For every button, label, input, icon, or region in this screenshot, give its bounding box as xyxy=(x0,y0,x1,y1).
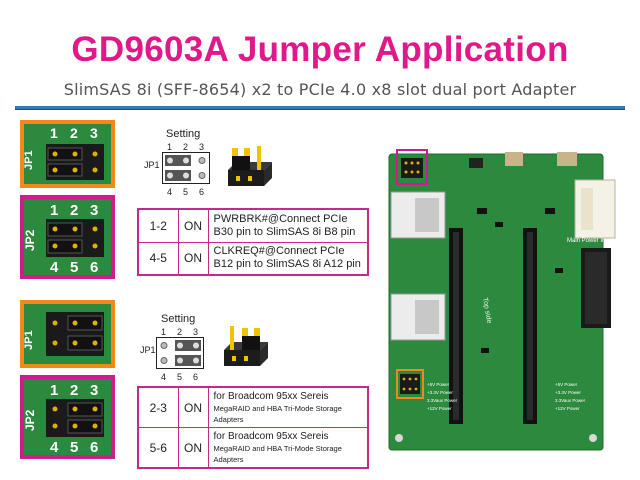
settings-table-top: 1-2 ON PWRBRK#@Connect PCIe B30 pin to S… xyxy=(137,208,369,276)
jp1-highlight-box xyxy=(396,149,428,185)
setting-heading: Setting xyxy=(166,128,201,140)
page-subtitle: SlimSAS 8i (SFF-8654) x2 to PCIe 4.0 x8 … xyxy=(63,80,577,99)
main-power-label: Main Power Input xyxy=(567,238,614,244)
table-row: 4-5 ON CLKREQ#@Connect PCIe B12 pin to S… xyxy=(137,241,369,276)
jp1-photo-label: JP1 xyxy=(24,330,35,350)
table-row: 1-2 ON PWRBRK#@Connect PCIe B30 pin to S… xyxy=(137,208,369,243)
jp2-photo-label: JP2 xyxy=(24,229,37,251)
settings-table-bottom: 2-3 ON for Broadcom 95xx Sereis MegaRAID… xyxy=(137,386,369,469)
photo-jp2-bottom: JP2 1 2 3 4 5 6 xyxy=(20,375,115,459)
adapter-board-image: Main Power Input Top side +5V Power +3.3… xyxy=(385,148,625,453)
pin-label: 1 xyxy=(167,142,173,152)
pin-label: 2 xyxy=(70,382,78,399)
led-label: +5V Power xyxy=(555,382,578,387)
page-title: GD9603A Jumper Application xyxy=(71,30,569,69)
pin-label: 2 xyxy=(183,142,189,152)
pin-label: 3 xyxy=(199,142,205,152)
description-line: B30 pin to SlimSAS 8i B8 pin xyxy=(213,225,356,238)
header-divider xyxy=(15,106,625,109)
state-cell: ON xyxy=(177,241,209,276)
jumper-3d-icon xyxy=(224,326,268,366)
table-row: 2-3 ON for Broadcom 95xx Sereis MegaRAID… xyxy=(137,386,369,428)
state-cell: ON xyxy=(177,386,209,428)
led-label: 3.3Vaux Power xyxy=(555,398,586,403)
description-cell: CLKREQ#@Connect PCIe B12 pin to SlimSAS … xyxy=(207,241,369,276)
pin-label: 5 xyxy=(70,259,78,275)
jumper-label: JP1 xyxy=(144,160,160,170)
photo-jp1-top: JP1 1 2 3 xyxy=(20,120,115,188)
description-line: for Broadcom 95xx Sereis xyxy=(213,431,329,442)
pin-label: 5 xyxy=(177,372,183,382)
jp1-photo-label: JP1 xyxy=(24,150,35,170)
jp2-highlight-box xyxy=(396,369,424,399)
pin-label: 6 xyxy=(90,439,98,455)
led-label: +12V Power xyxy=(555,406,580,411)
pin-label: 2 xyxy=(177,327,183,337)
pin-label: 1 xyxy=(50,382,58,399)
pins-cell: 2-3 xyxy=(137,386,179,428)
pins-cell: 1-2 xyxy=(137,208,179,243)
jumper-pin-diagram xyxy=(156,337,204,369)
board-silk-text: Top side xyxy=(481,297,492,324)
pin-label: 5 xyxy=(70,439,78,455)
description-cell: for Broadcom 95xx Sereis MegaRAID and HB… xyxy=(207,386,369,428)
photo-jp1-bottom: JP1 xyxy=(20,300,115,368)
led-label: +3.3V Power xyxy=(427,390,453,395)
led-label: +5V Power xyxy=(427,382,450,387)
led-label: 3.3Vaux Power xyxy=(427,398,458,403)
pin-label: 4 xyxy=(161,372,167,382)
jumper-pin-diagram xyxy=(162,152,210,184)
pin-label: 2 xyxy=(70,202,78,219)
description-line: MegaRAID and HBA Tri-Mode Storage Adapte… xyxy=(213,444,342,464)
pin-label: 6 xyxy=(90,259,98,275)
description-cell: for Broadcom 95xx Sereis MegaRAID and HB… xyxy=(207,427,369,469)
description-cell: PWRBRK#@Connect PCIe B30 pin to SlimSAS … xyxy=(207,208,369,243)
pin-label: 1 xyxy=(161,327,167,337)
jumper-label: JP1 xyxy=(140,345,156,355)
header-divider-shadow xyxy=(15,109,625,110)
led-label: +3.3V Power xyxy=(555,390,581,395)
state-cell: ON xyxy=(177,427,209,469)
description-line: CLKREQ#@Connect PCIe xyxy=(213,245,345,258)
pin-label: 1 xyxy=(50,125,58,141)
pin-label: 6 xyxy=(199,187,205,197)
pin-label: 3 xyxy=(193,327,199,337)
pin-label: 5 xyxy=(183,187,189,197)
description-line: PWRBRK#@Connect PCIe xyxy=(213,212,348,225)
description-line: MegaRAID and HBA Tri-Mode Storage Adapte… xyxy=(213,404,342,424)
pin-label: 4 xyxy=(50,439,59,455)
pin-label: 6 xyxy=(193,372,199,382)
pin-label: 2 xyxy=(70,125,78,141)
pins-cell: 5-6 xyxy=(137,427,179,469)
pin-label: 1 xyxy=(50,202,58,219)
pin-label: 4 xyxy=(167,187,173,197)
state-cell: ON xyxy=(177,208,209,243)
pin-label: 3 xyxy=(90,382,98,399)
jumper-3d-icon xyxy=(228,146,272,186)
setting-heading: Setting xyxy=(161,313,196,325)
photo-jp2-top: JP2 1 2 3 4 5 6 xyxy=(20,195,115,279)
jp2-photo-label: JP2 xyxy=(24,409,37,431)
led-label: +12V Power xyxy=(427,406,452,411)
description-line: B12 pin to SlimSAS 8i A12 pin xyxy=(213,258,361,271)
pins-cell: 4-5 xyxy=(137,241,179,276)
pin-label: 3 xyxy=(90,202,98,219)
description-line: for Broadcom 95xx Sereis xyxy=(213,391,329,402)
table-row: 5-6 ON for Broadcom 95xx Sereis MegaRAID… xyxy=(137,427,369,469)
pin-label: 3 xyxy=(90,125,98,141)
pin-label: 4 xyxy=(50,259,59,275)
